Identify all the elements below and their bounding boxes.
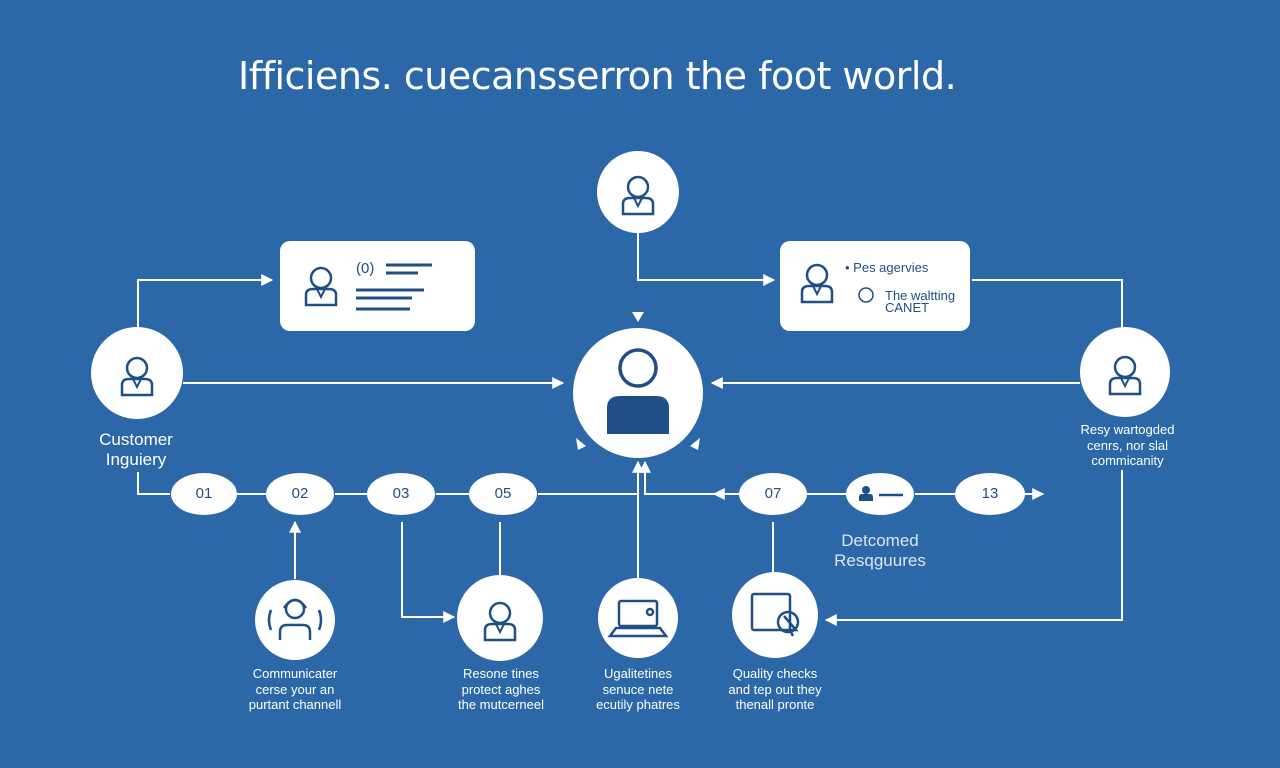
ugalitetines-node (598, 578, 678, 658)
right-agent-node (1080, 327, 1170, 417)
laptop-icon (607, 599, 669, 638)
diagram-title: Ifficiens. cuecansserron the foot world. (238, 54, 957, 98)
step-label: 07 (764, 485, 782, 502)
communicater-label: Communicater cerse your an purtant chann… (248, 666, 342, 713)
step-pill (955, 473, 1025, 515)
step-pill (367, 473, 435, 515)
user-card-icon (859, 486, 903, 501)
step-pills (171, 473, 1025, 515)
customer-inquiry-label: Customer Inguiery (99, 430, 173, 470)
resonse-label: Resone tines protect aghes the mutcernee… (458, 666, 544, 713)
step-label: 01 (195, 485, 213, 502)
headset-icon (267, 598, 323, 640)
hub-arrow-marks (576, 312, 700, 450)
monitor-cursor-icon (750, 592, 800, 637)
agent-card-right (780, 241, 970, 331)
card-right-line1: • Pes agervies (845, 260, 929, 275)
step-pill (171, 473, 237, 515)
resonse-node (457, 575, 543, 661)
ugalitetines-label: Ugalitetines senuce nete ecutily phatres (596, 666, 680, 713)
detcomed-label: Detcomed Resqguures (834, 531, 926, 571)
quality-node (732, 572, 818, 658)
left-agent-node (91, 327, 183, 419)
central-user-node (573, 328, 703, 458)
connector-lines (137, 231, 1123, 626)
top-agent-node (597, 151, 679, 233)
step-pill (266, 473, 334, 515)
card-right-line2: The waltting (885, 288, 956, 303)
step-pill (739, 473, 807, 515)
communicater-node (255, 580, 335, 660)
step-pill (469, 473, 537, 515)
quality-label: Quality checks and tep out they thenall … (728, 666, 822, 713)
card-left-value: (0) (356, 260, 375, 277)
user-icon (618, 348, 658, 388)
card-right-line3: CANET (885, 300, 930, 315)
step-label: 13 (981, 485, 999, 502)
step-label: 05 (494, 485, 512, 502)
right-node-label: Resy wartogded cenrs, nor slal commicani… (1080, 422, 1175, 469)
step-label: 03 (392, 485, 410, 502)
step-label: 02 (291, 485, 309, 502)
agent-card-left (280, 241, 475, 331)
